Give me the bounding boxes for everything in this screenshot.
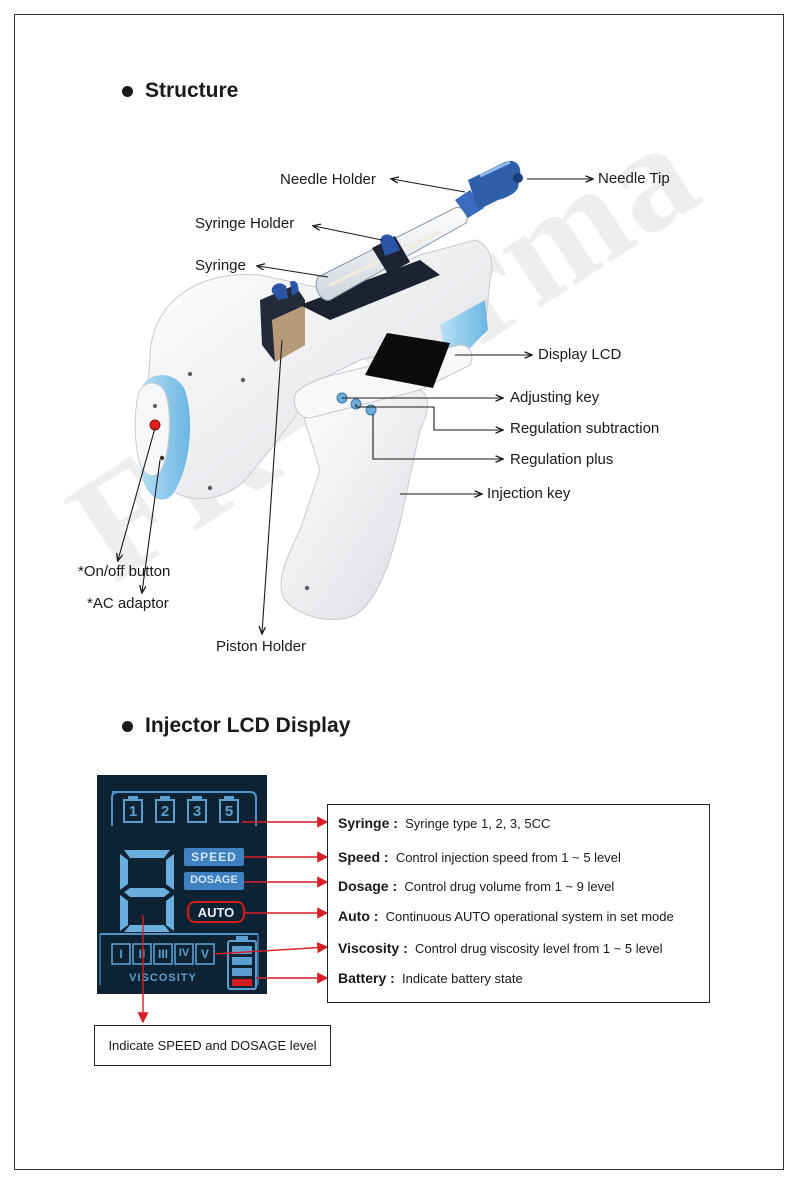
- legend-row-auto: Auto : Continuous AUTO operational syste…: [338, 908, 674, 924]
- arrow-viscosity-row: [214, 947, 327, 954]
- legend-row-viscosity: Viscosity : Control drug viscosity level…: [338, 940, 662, 956]
- lcd-legend-box: Syringe : Syringe type 1, 2, 3, 5CC Spee…: [327, 804, 710, 1003]
- legend-row-dosage: Dosage : Control drug volume from 1 ~ 9 …: [338, 878, 614, 894]
- legend-row-syringe: Syringe : Syringe type 1, 2, 3, 5CC: [338, 815, 550, 831]
- speed-dosage-note: Indicate SPEED and DOSAGE level: [94, 1025, 331, 1066]
- legend-row-speed: Speed : Control injection speed from 1 ~…: [338, 849, 621, 865]
- legend-row-battery: Battery : Indicate battery state: [338, 970, 523, 986]
